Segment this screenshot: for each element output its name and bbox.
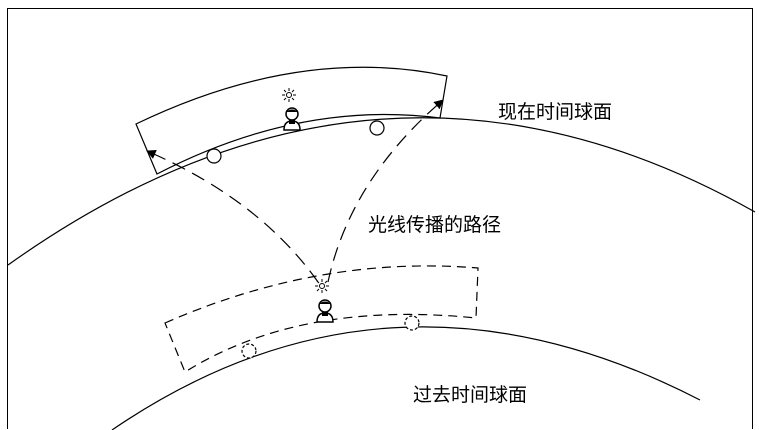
- past-frame: [164, 265, 479, 373]
- present-sphere-arc: [7, 117, 756, 266]
- light-path-right: [327, 99, 444, 283]
- circle-marker-icon: [369, 120, 385, 136]
- light-path-left: [146, 150, 319, 283]
- present-sphere-label: 现在时间球面: [498, 101, 613, 123]
- past-sphere-arc: [111, 326, 701, 430]
- circle-marker-icon: [404, 315, 420, 331]
- sun-burst-icon: [315, 279, 329, 293]
- person-figure-icon: [316, 299, 334, 323]
- diagram-frame: [7, 8, 753, 429]
- past-sphere-label: 过去时间球面: [413, 384, 528, 406]
- circle-marker-icon: [206, 148, 222, 164]
- circle-marker-icon: [241, 343, 257, 359]
- sun-burst-icon: [282, 88, 296, 102]
- present-frame: [135, 66, 448, 175]
- light-path-label: 光线传播的路径: [368, 214, 502, 236]
- person-figure-icon: [283, 107, 301, 131]
